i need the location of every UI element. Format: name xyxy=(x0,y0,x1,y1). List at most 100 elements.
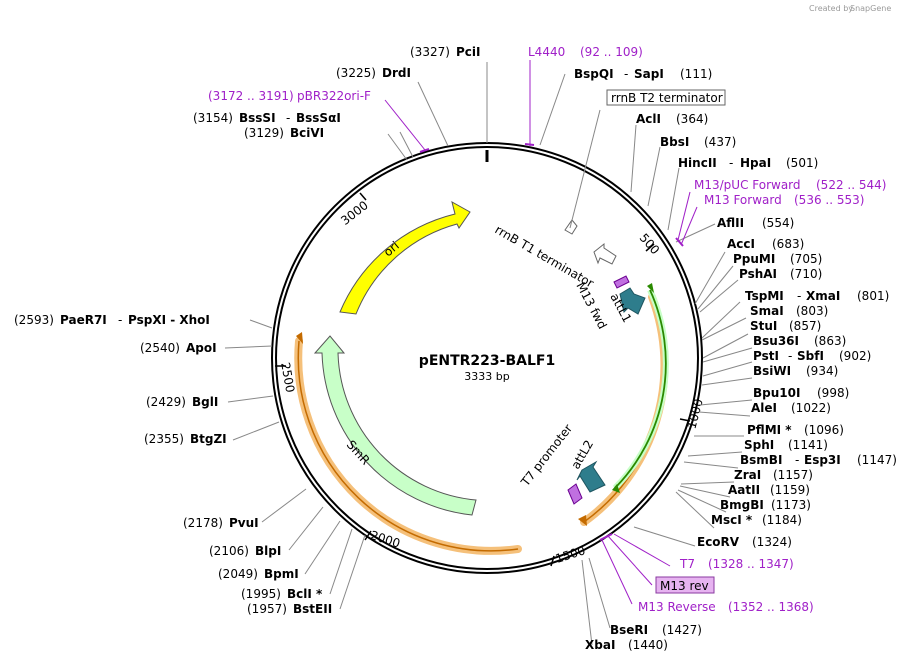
enzyme-name[interactable]: BciVI xyxy=(290,126,324,140)
primer-name[interactable]: M13 Forward xyxy=(704,193,782,207)
enzyme-name[interactable]: SapI xyxy=(634,67,664,81)
primer-range: (522 .. 544) xyxy=(816,178,886,192)
primer-range: (536 .. 553) xyxy=(794,193,864,207)
enzyme-pos: (1324) xyxy=(752,535,792,549)
enzyme-pos: (1440) xyxy=(628,638,668,652)
enzyme-name[interactable]: BclI * xyxy=(287,587,323,601)
enzyme-name[interactable]: SbfI xyxy=(797,349,824,363)
enzyme-name[interactable]: BlpI xyxy=(255,544,281,558)
enzyme-name[interactable]: ZraI xyxy=(734,468,761,482)
enzyme-name[interactable]: BssSI xyxy=(239,111,276,125)
primer-range: (1328 .. 1347) xyxy=(708,557,794,571)
enzyme-pos: (934) xyxy=(806,364,838,378)
enzyme-pos: (3225) xyxy=(336,66,376,80)
enzyme-name[interactable]: Bpu10I xyxy=(753,386,800,400)
primer-range: (3172 .. 3191) xyxy=(208,89,294,103)
enzyme-name[interactable]: BssSαI xyxy=(296,111,341,125)
enzyme-name[interactable]: BseRI xyxy=(610,623,648,637)
enzyme-name[interactable]: ApoI xyxy=(186,341,217,355)
enzyme-name[interactable]: BmgBI xyxy=(720,498,764,512)
enzyme-pos: (2178) xyxy=(183,516,223,530)
enzyme-pos: (3327) xyxy=(410,45,450,59)
enzyme-name[interactable]: AflII xyxy=(717,216,744,230)
enzyme-name[interactable]: MscI * xyxy=(711,513,753,527)
enzyme-pos: (1159) xyxy=(770,483,810,497)
ori-feature[interactable] xyxy=(339,201,471,315)
enzyme-name[interactable]: PpuMI xyxy=(733,252,775,266)
svg-text:-: - xyxy=(788,349,792,363)
credit-brand: SnapGene xyxy=(850,4,891,13)
enzyme-name[interactable]: BpmI xyxy=(264,567,299,581)
enzyme-pos: (1184) xyxy=(762,513,802,527)
rrnb-t1-label: rrnB T1 terminator xyxy=(493,222,597,290)
enzyme-pos: (683) xyxy=(772,237,804,251)
enzyme-name[interactable]: PaeR7I xyxy=(60,313,107,327)
enzyme-name[interactable]: BbsI xyxy=(660,135,689,149)
enzyme-pos: (437) xyxy=(704,135,736,149)
enzyme-pos: (1096) xyxy=(804,423,844,437)
primer-labels: L4440 (92 .. 109) (3172 .. 3191) pBR322o… xyxy=(208,45,886,614)
enzyme-name[interactable]: SmaI xyxy=(750,304,784,318)
arc-left-arrow xyxy=(296,332,303,344)
m13-fwd-label: M13 fwd xyxy=(573,280,609,332)
smr-feature[interactable] xyxy=(313,335,477,516)
enzyme-name[interactable]: BstEII xyxy=(293,602,332,616)
enzyme-pos: (2593) xyxy=(14,313,54,327)
svg-text:-: - xyxy=(286,111,290,125)
green-arc xyxy=(614,289,667,489)
enzyme-pos: (863) xyxy=(814,334,846,348)
enzyme-name[interactable]: PshAI xyxy=(739,267,777,281)
primer-name[interactable]: M13 Reverse xyxy=(638,600,716,614)
m13-rev-box[interactable] xyxy=(655,576,715,594)
enzyme-name[interactable]: BglI xyxy=(192,395,218,409)
rrnb-t2-label: rrnB T2 terminator xyxy=(611,91,723,105)
primer-name[interactable]: pBR322ori-F xyxy=(297,89,371,103)
enzyme-pos: (2049) xyxy=(218,567,258,581)
enzyme-pos: (2540) xyxy=(140,341,180,355)
enzyme-pos: (1957) xyxy=(247,602,287,616)
enzyme-name[interactable]: BsmBI xyxy=(740,453,782,467)
enzyme-pos: (1173) xyxy=(771,498,811,512)
svg-text:-: - xyxy=(795,453,799,467)
feature-arc-left xyxy=(297,340,519,552)
enzyme-name[interactable]: XmaI xyxy=(806,289,840,303)
attl2-feature[interactable] xyxy=(576,460,606,493)
enzyme-pos: (902) xyxy=(839,349,871,363)
enzyme-name[interactable]: PciI xyxy=(456,45,481,59)
enzyme-name[interactable]: PflMI * xyxy=(747,423,792,437)
enzyme-name[interactable]: AleI xyxy=(751,401,777,415)
enzyme-name[interactable]: XbaI xyxy=(585,638,615,652)
enzyme-name[interactable]: PspXI - XhoI xyxy=(128,313,210,327)
enzyme-name[interactable]: HpaI xyxy=(740,156,771,170)
enzyme-name[interactable]: TspMI xyxy=(745,289,784,303)
enzyme-pos: (803) xyxy=(796,304,828,318)
svg-text:-: - xyxy=(729,156,733,170)
enzyme-name[interactable]: AclI xyxy=(636,112,661,126)
leader-lines xyxy=(224,62,753,646)
enzyme-pos: (1157) xyxy=(773,468,813,482)
primer-name[interactable]: L4440 xyxy=(528,45,565,59)
enzyme-name[interactable]: HincII xyxy=(678,156,717,170)
enzyme-name[interactable]: BsiWI xyxy=(753,364,791,378)
enzyme-name[interactable]: AccI xyxy=(727,237,755,251)
enzyme-name[interactable]: Bsu36I xyxy=(753,334,799,348)
enzyme-name[interactable]: BspQI xyxy=(574,67,614,81)
rrnb-t2-box[interactable] xyxy=(606,89,726,106)
t7-primer-feature xyxy=(567,483,583,505)
enzyme-pos: (554) xyxy=(762,216,794,230)
enzyme-name[interactable]: PstI xyxy=(753,349,779,363)
enzyme-name[interactable]: DrdI xyxy=(382,66,411,80)
enzyme-name[interactable]: SphI xyxy=(744,438,774,452)
enzyme-name[interactable]: BtgZI xyxy=(190,432,227,446)
attl1-feature[interactable] xyxy=(619,287,646,315)
enzyme-name[interactable]: StuI xyxy=(750,319,777,333)
enzyme-name[interactable]: PvuI xyxy=(229,516,259,530)
enzyme-name[interactable]: EcoRV xyxy=(697,535,740,549)
enzyme-name[interactable]: AatII xyxy=(728,483,760,497)
enzyme-pos: (857) xyxy=(789,319,821,333)
enzyme-pos: (2106) xyxy=(209,544,249,558)
rrnb-t1-arrow xyxy=(593,242,617,265)
enzyme-name[interactable]: Esp3I xyxy=(804,453,841,467)
primer-name[interactable]: T7 xyxy=(679,557,695,571)
primer-name[interactable]: M13/pUC Forward xyxy=(694,178,801,192)
